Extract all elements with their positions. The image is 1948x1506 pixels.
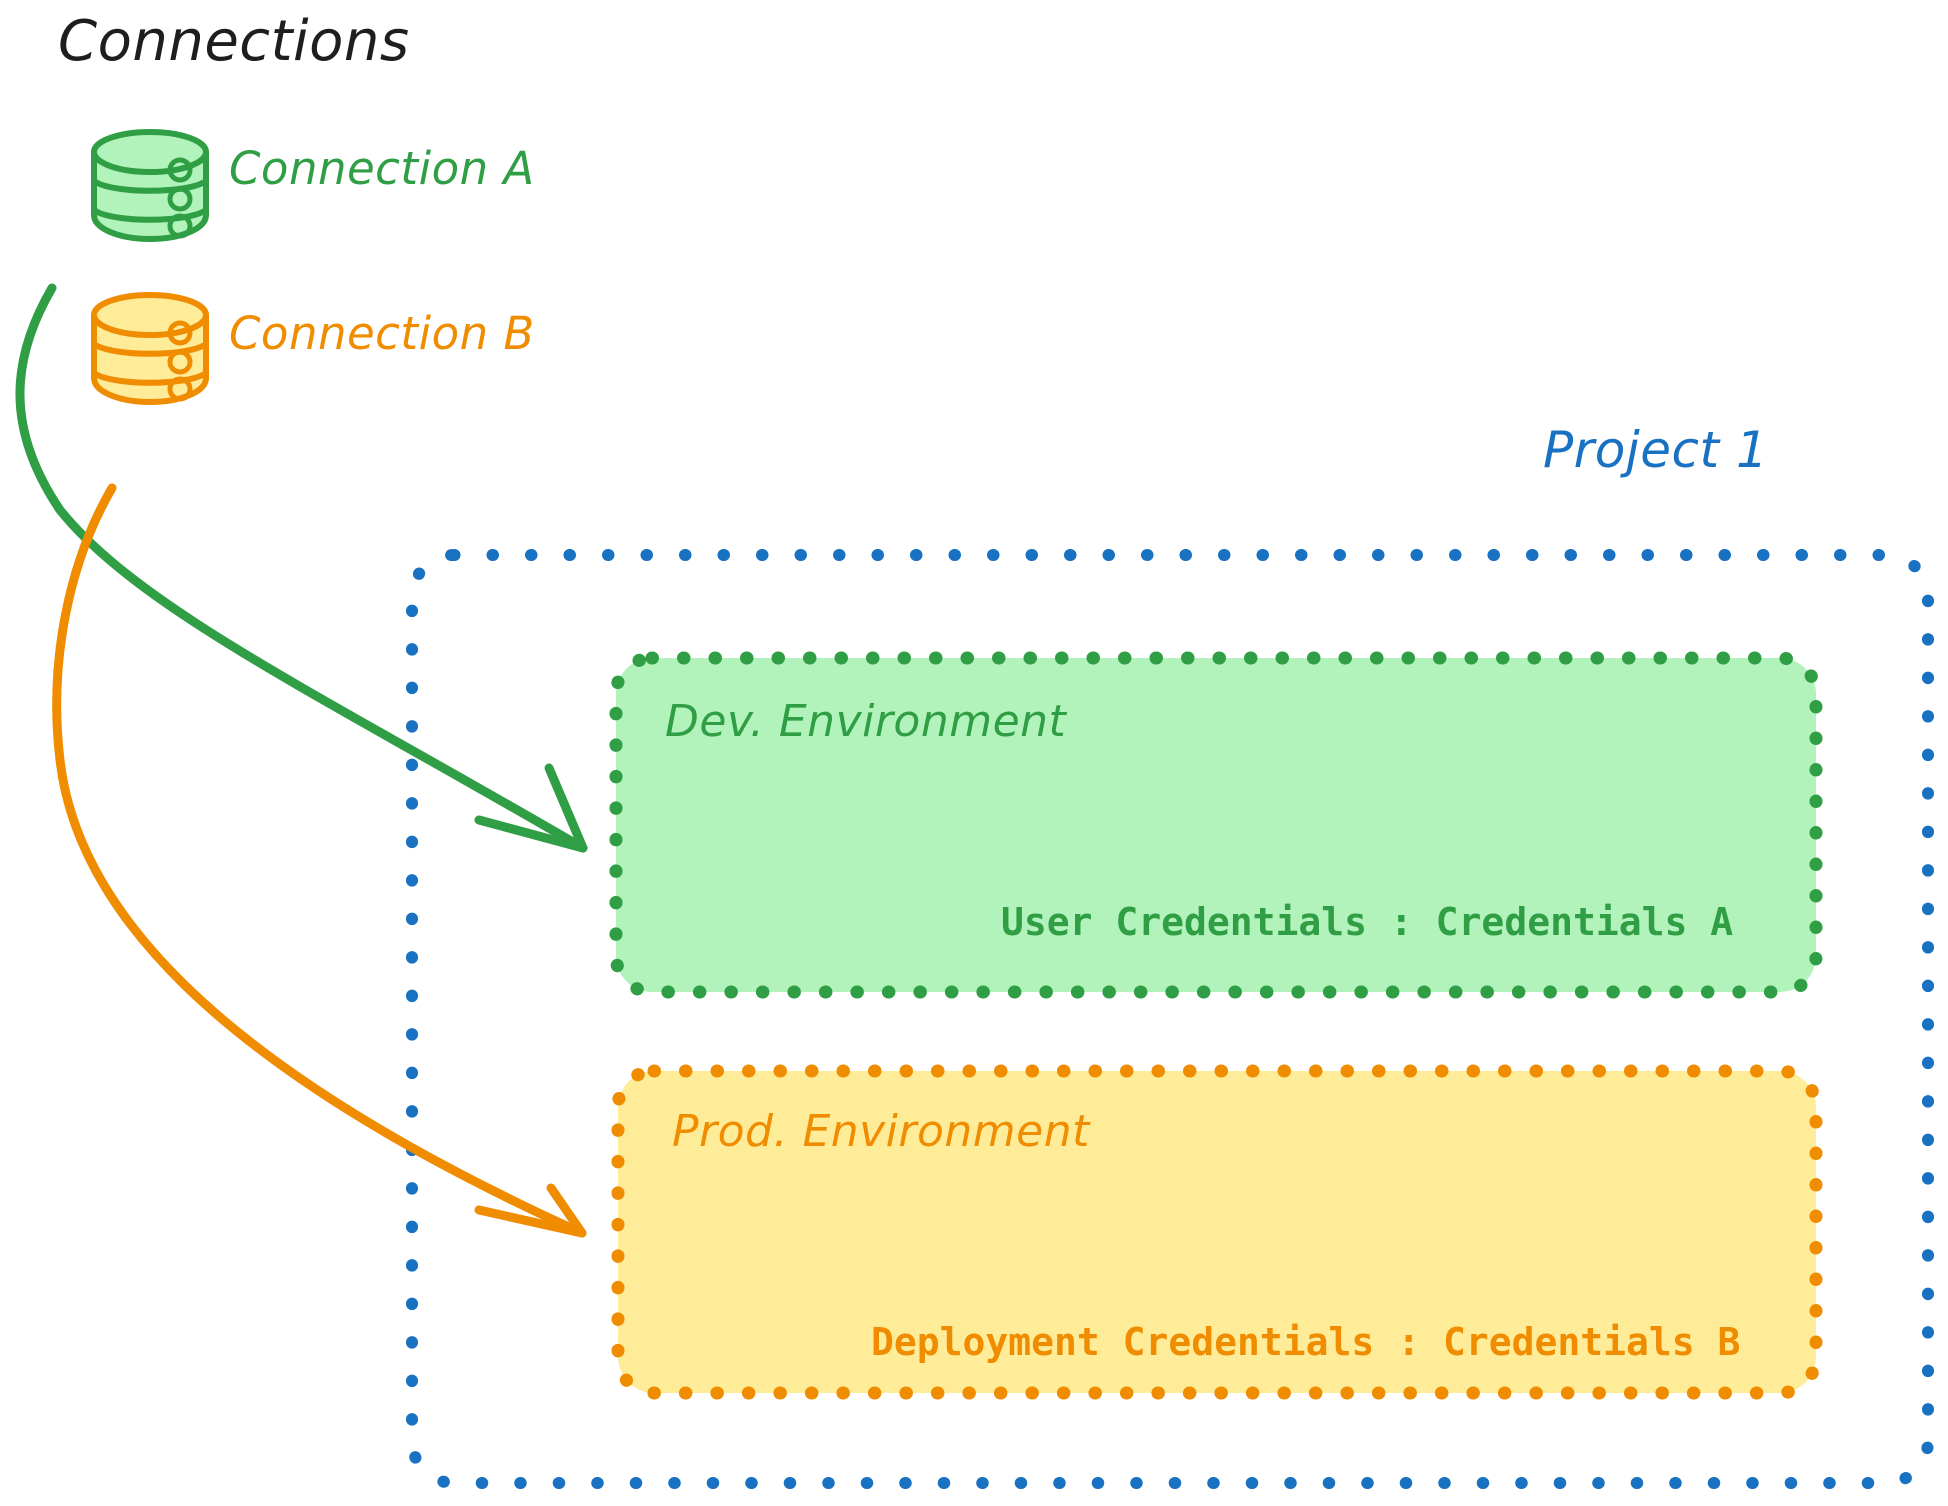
dev-environment-border [609, 651, 1823, 999]
prod-environment-credentials: Deployment Credentials : Credentials B [871, 1320, 1741, 1364]
project-1-label: Project 1 [1543, 421, 1769, 479]
dev-environment-title: Dev. Environment [665, 696, 1067, 747]
connection-b-label[interactable]: Connection B [229, 307, 535, 360]
dev-environment-box[interactable] [609, 651, 1823, 999]
prod-environment-fill [618, 1071, 1816, 1393]
arrow-connection-b-to-prod [52, 483, 587, 1238]
project-1-container[interactable] [406, 549, 1934, 1489]
database-cylinder-icon-b[interactable] [91, 292, 209, 406]
dev-environment-fill [616, 658, 1816, 992]
connection-a-label[interactable]: Connection A [229, 142, 535, 195]
database-cylinder-icon-a[interactable] [91, 129, 209, 243]
project-1-border [406, 549, 1934, 1489]
prod-environment-box[interactable] [611, 1064, 1823, 1400]
prod-environment-border [611, 1064, 1823, 1400]
arrow-connection-a-to-dev [15, 283, 588, 853]
prod-environment-title: Prod. Environment [672, 1106, 1090, 1157]
dev-environment-credentials: User Credentials : Credentials A [1001, 900, 1734, 944]
page-title: Connections [58, 9, 410, 74]
